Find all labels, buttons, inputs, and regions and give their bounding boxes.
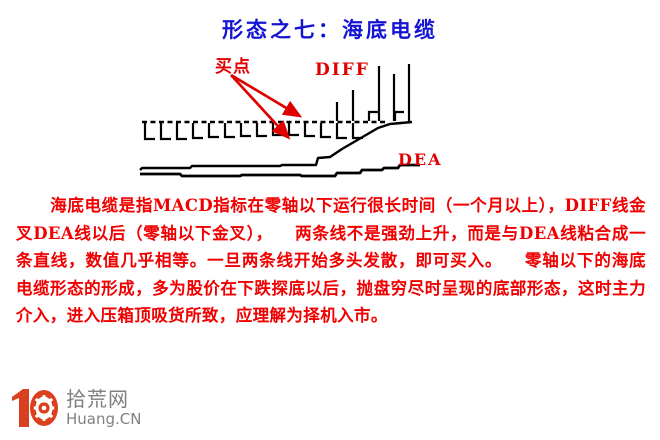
desc-line-1: 海底电缆是指MACD指标在零轴以下运行很长时间（一个月以 xyxy=(50,196,522,215)
desc-line-3: 上升，而是与DEA线粘合成一条直线，数值几乎相等。一旦两条线开 xyxy=(16,223,646,271)
buy-point-label: 买点 xyxy=(215,57,251,77)
logo-name-en: Huang.CN xyxy=(66,410,142,428)
desc-line-2b: 两条线不是强劲 xyxy=(294,223,416,243)
logo-name-cn: 拾荒网 xyxy=(66,387,129,411)
dea-line xyxy=(140,163,420,178)
logo-gear-icon xyxy=(12,389,58,427)
buy-point-arrow-2 xyxy=(230,74,291,140)
description-text: 海底电缆是指MACD指标在零轴以下运行很长时间（一个月以上），DIFF线金叉DE… xyxy=(16,192,646,330)
desc-line-4b: 零轴以下的海底电缆形态的形成，多为 xyxy=(16,251,646,298)
page-title: 形态之七：海底电缆 xyxy=(222,17,438,42)
macd-histogram-negative xyxy=(143,123,363,141)
desc-line-5: 股价在下跌探底以后，抛盘穷尽时呈现的底部形态，这时主力介 xyxy=(16,278,646,326)
desc-line-2: 上），DIFF线金叉DEA线以后（零轴以下金叉）， xyxy=(16,196,646,243)
macd-chart: 买点 DIFF DEA xyxy=(130,52,490,182)
desc-line-4: 始多头发散，即可买入。 xyxy=(311,251,503,270)
dea-label: DEA xyxy=(398,150,443,169)
macd-histogram-positive xyxy=(335,64,411,121)
logo-text-block: 拾荒网 Huang.CN xyxy=(66,389,141,427)
diff-line xyxy=(139,120,413,171)
diff-label: DIFF xyxy=(315,60,370,80)
buy-point-arrow-1 xyxy=(230,73,303,118)
macd-chart-svg xyxy=(139,64,420,178)
buy-point-arrows xyxy=(230,73,303,140)
desc-line-6: 入，进入压箱顶吸货所致，应理解为择机入市。 xyxy=(32,306,388,325)
site-logo: 拾荒网 Huang.CN xyxy=(8,384,141,432)
